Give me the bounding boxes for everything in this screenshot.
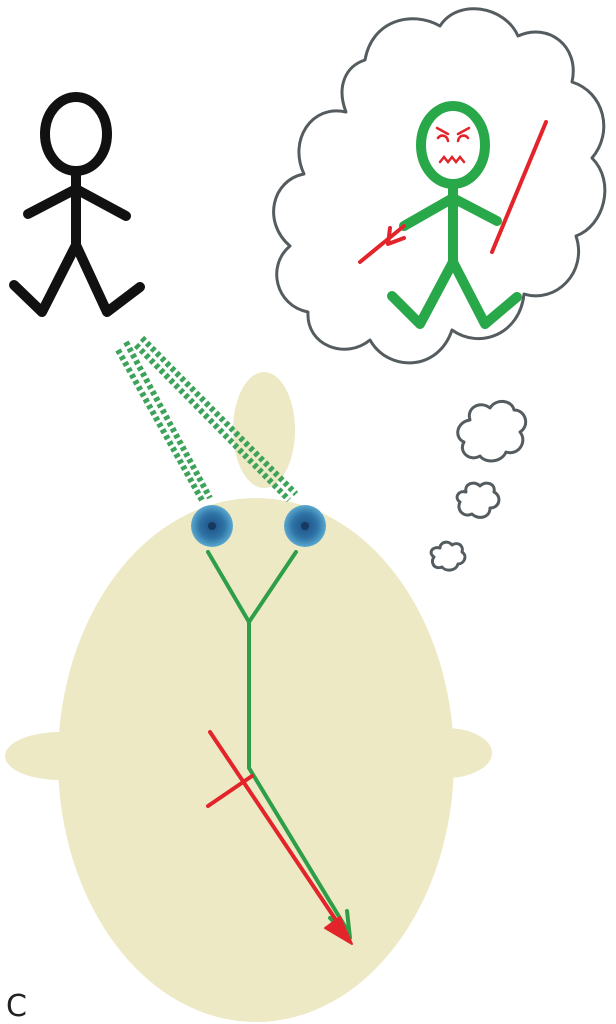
thought-bubble-small	[431, 542, 465, 570]
imagined-figure-head	[421, 106, 485, 184]
observer-head	[45, 97, 107, 171]
observer-figure-icon	[14, 97, 140, 312]
observer-right-arm	[76, 189, 126, 216]
thought-bubble-medium	[457, 483, 499, 517]
observer-left-leg	[14, 245, 76, 312]
thought-bubble-large	[458, 401, 526, 461]
head-shape	[58, 498, 454, 1022]
observer-right-leg	[76, 245, 140, 312]
right-pupil	[301, 522, 309, 530]
panel-label: C	[6, 989, 27, 1024]
left-pupil	[208, 522, 216, 530]
head-top-bump	[233, 372, 295, 488]
observer-left-arm	[28, 189, 76, 214]
